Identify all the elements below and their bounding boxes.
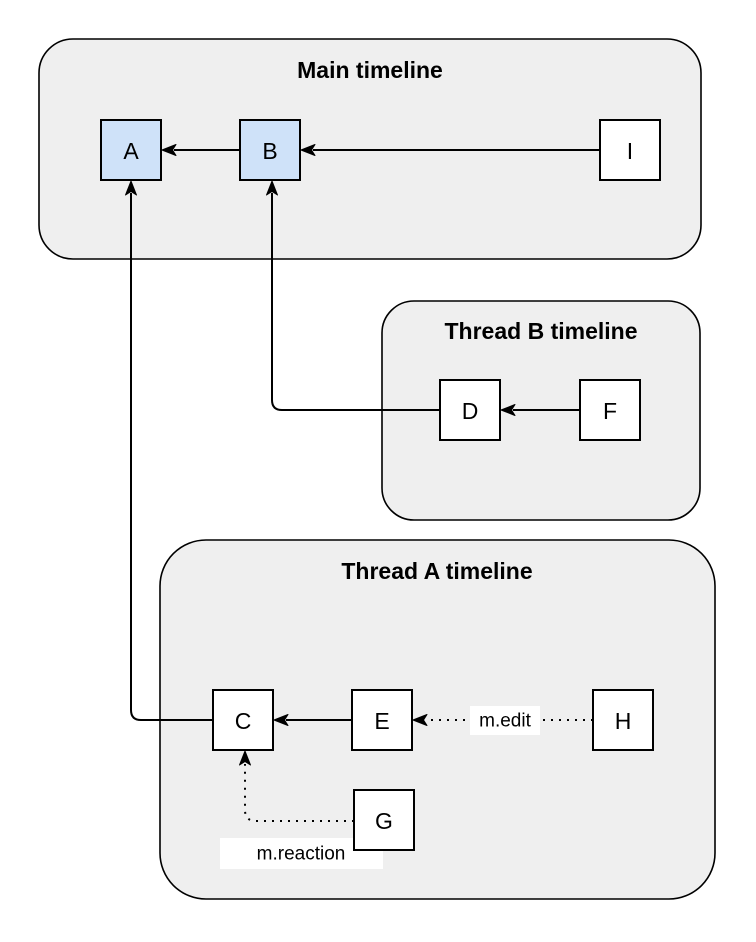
node-i-label: I <box>627 138 633 164</box>
edge-h-to-e-arrowhead <box>412 714 428 726</box>
node-a-label: A <box>123 138 139 164</box>
edge-e-to-c <box>273 714 352 726</box>
node-d-box <box>439 379 501 441</box>
node-f-box <box>579 379 641 441</box>
edge-d-to-b-line <box>271 193 440 411</box>
edge-c-to-a-line <box>130 193 213 721</box>
edge-g-to-c-label: m.reaction <box>257 844 346 865</box>
node-f: F <box>579 379 641 441</box>
node-b-label: B <box>262 138 277 164</box>
container-main-timeline-title: Main timeline <box>297 57 443 83</box>
edge-b-to-a-arrowhead <box>161 144 177 156</box>
node-g-label: G <box>375 808 393 834</box>
node-a-box <box>100 119 162 181</box>
edge-i-to-b-arrowhead <box>300 144 316 156</box>
edge-d-to-b-arrowhead <box>266 180 278 196</box>
node-h-label: H <box>615 708 632 734</box>
node-f-label: F <box>603 398 617 424</box>
container-thread-b-timeline-title: Thread B timeline <box>445 318 638 344</box>
node-c-box <box>212 689 274 751</box>
edge-f-to-d-arrowhead <box>500 404 516 416</box>
edge-f-to-d <box>500 404 580 416</box>
node-h: H <box>592 689 654 751</box>
node-b-box <box>239 119 301 181</box>
node-b: B <box>239 119 301 181</box>
edge-c-to-a <box>125 180 213 721</box>
node-d: D <box>439 379 501 441</box>
node-c-label: C <box>235 708 252 734</box>
edge-h-to-e-label-bg <box>470 706 540 735</box>
edge-e-to-c-arrowhead <box>273 714 289 726</box>
node-g: G <box>353 789 415 851</box>
node-e-box <box>351 689 413 751</box>
container-thread-a-timeline-title: Thread A timeline <box>341 558 532 584</box>
edge-b-to-a <box>161 144 240 156</box>
node-i-box <box>599 119 661 181</box>
node-h-box <box>592 689 654 751</box>
edge-d-to-b <box>266 180 440 411</box>
node-i: I <box>599 119 661 181</box>
node-e: E <box>351 689 413 751</box>
edge-h-to-e-label: m.edit <box>479 711 531 732</box>
node-g-box <box>353 789 415 851</box>
node-e-label: E <box>374 708 389 734</box>
node-d-label: D <box>462 398 479 424</box>
edge-g-to-c-arrowhead <box>239 750 251 766</box>
edge-i-to-b <box>300 144 600 156</box>
edge-h-to-e: m.edit <box>412 706 593 735</box>
node-c: C <box>212 689 274 751</box>
node-a: A <box>100 119 162 181</box>
edge-c-to-a-arrowhead <box>125 180 137 196</box>
